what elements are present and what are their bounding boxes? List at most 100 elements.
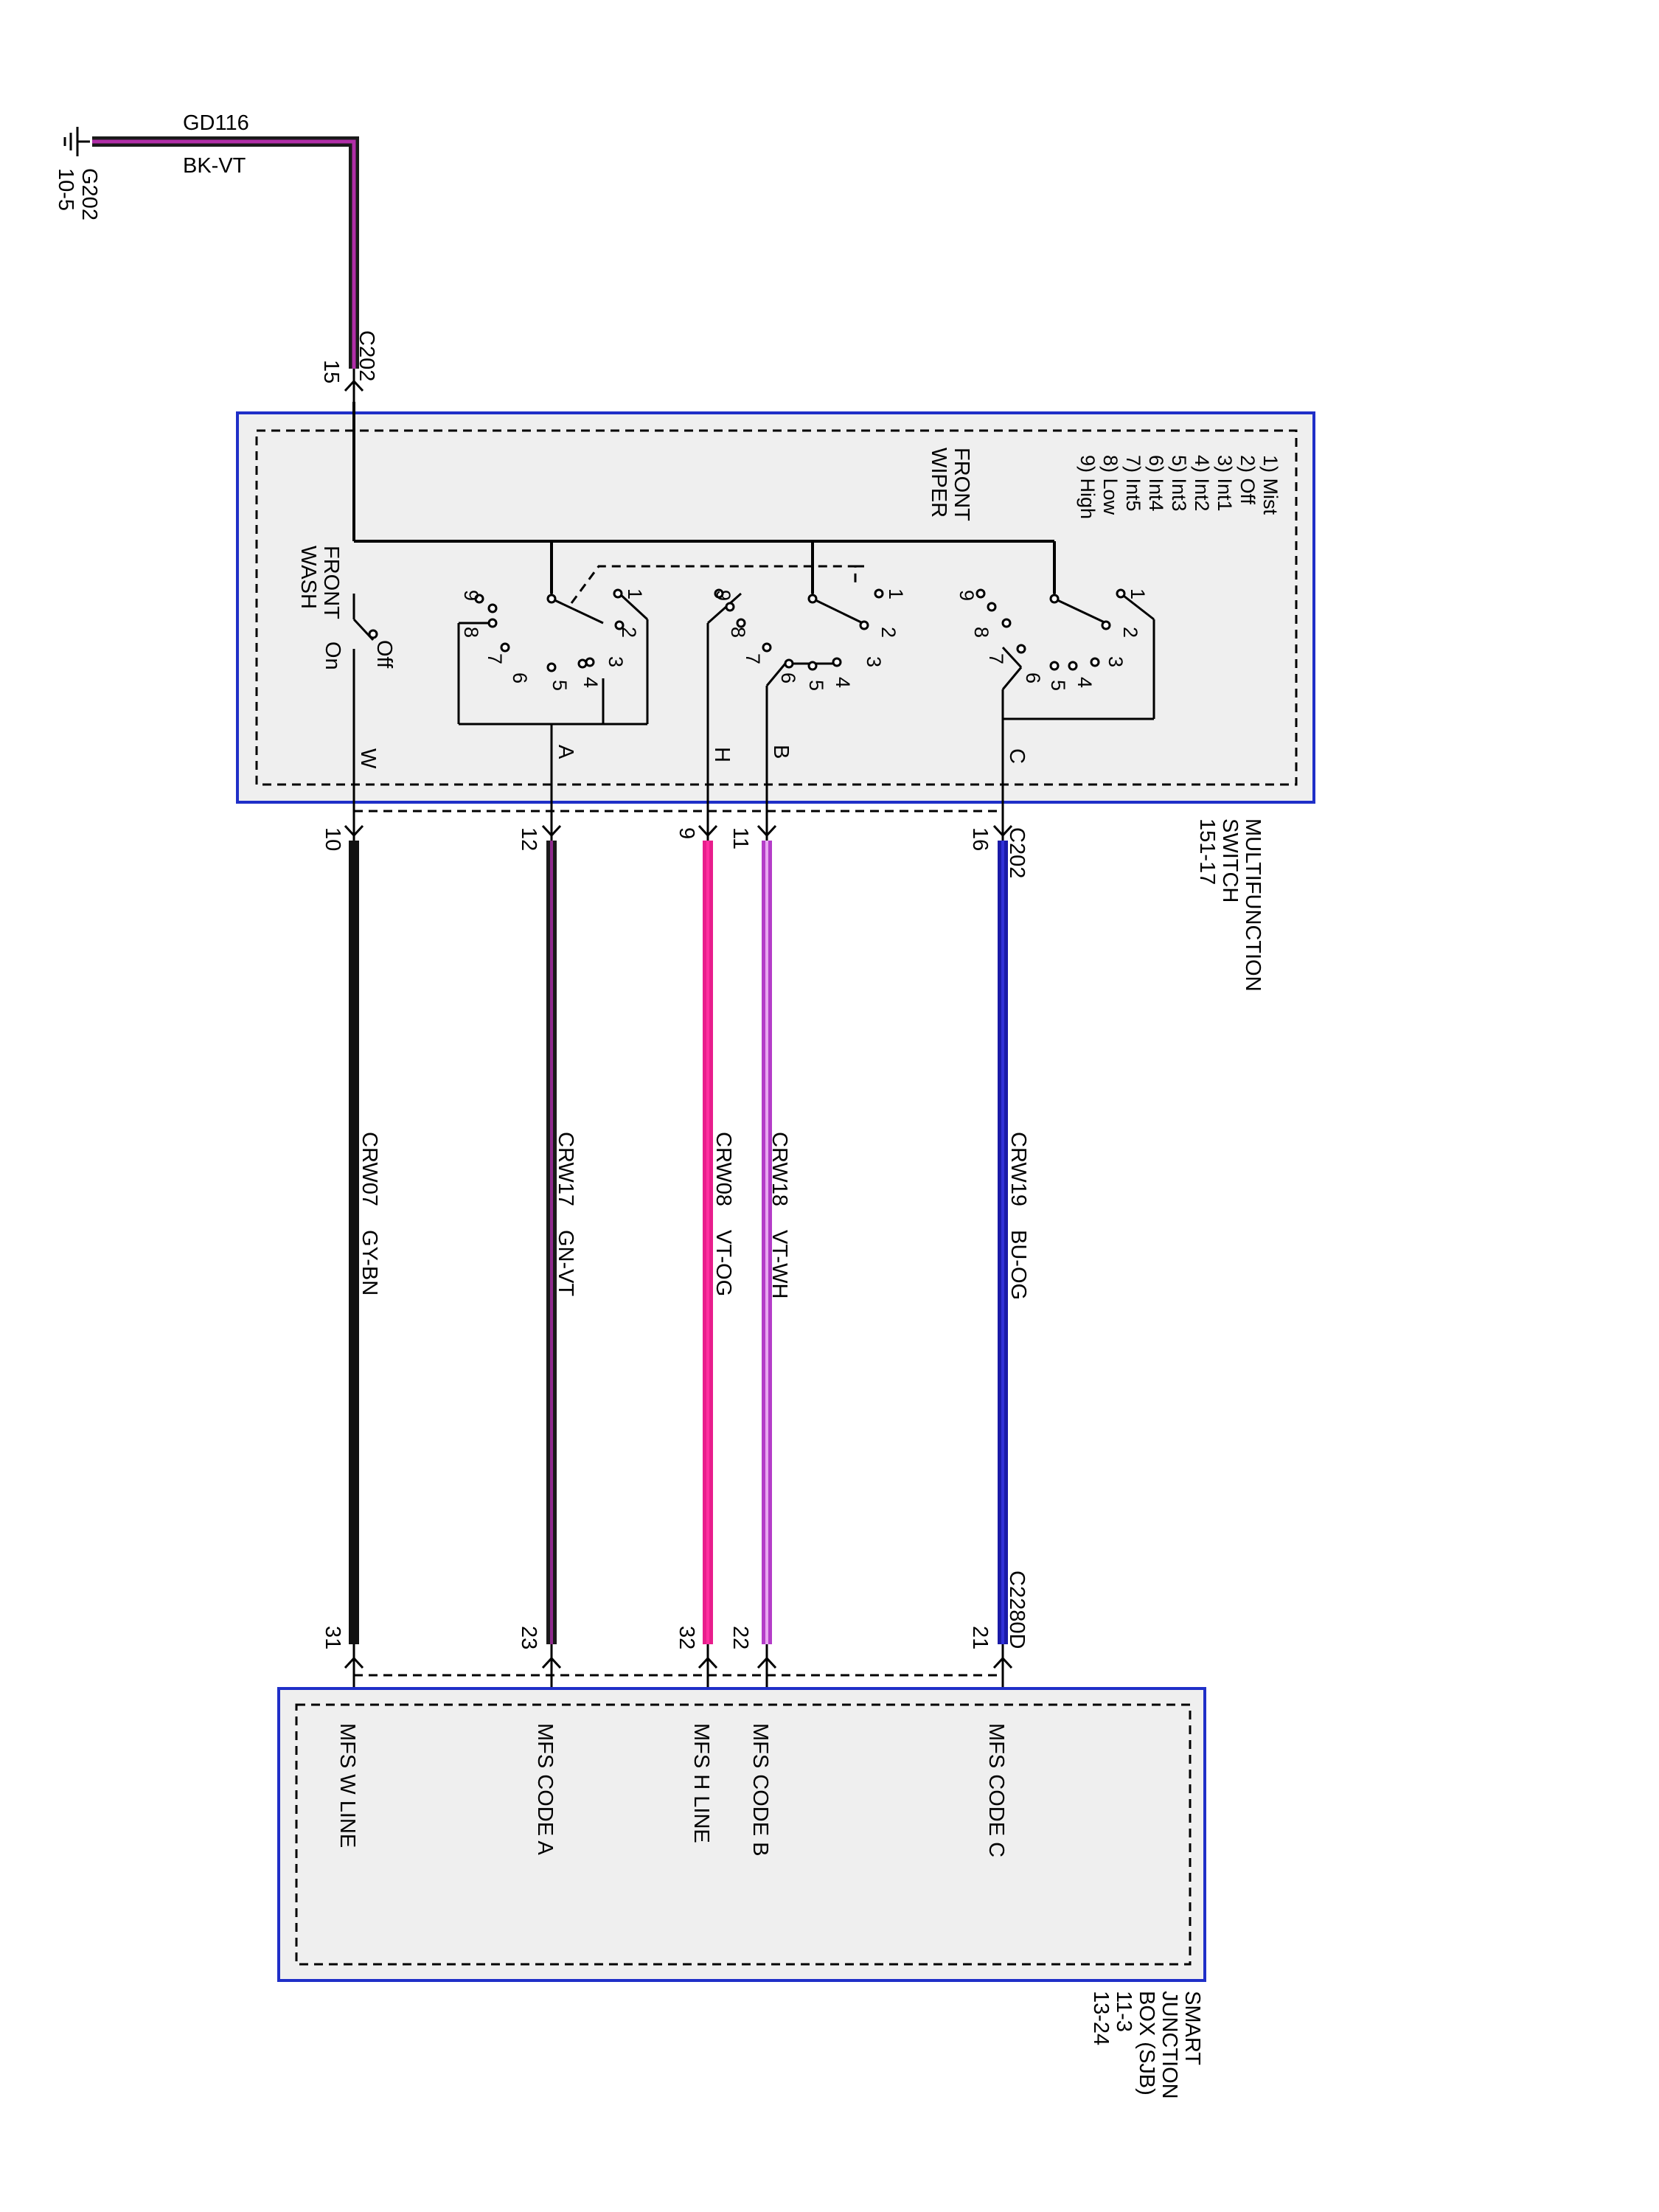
deck-a-numbers: 1 2 3 4 5 6 7 8 9 — [460, 588, 646, 691]
svg-text:7: 7 — [742, 653, 764, 664]
svg-text:2: 2 — [1119, 627, 1141, 638]
svg-text:11-3: 11-3 — [1112, 1991, 1135, 2032]
position-legend: 1) Mist 2) Off 3) Int1 4) Int2 5) Int3 6… — [1077, 455, 1281, 519]
top-connector-pin: 15 — [319, 360, 343, 383]
switch-pin-11: 11 — [728, 827, 752, 849]
deck-c-numbers: 1 2 3 4 5 6 7 8 9 — [956, 588, 1149, 691]
internal-bus — [352, 402, 1056, 594]
svg-text:3: 3 — [605, 656, 627, 667]
position-int4: 6) Int4 — [1145, 455, 1167, 512]
multifunction-switch-inner — [255, 429, 1298, 786]
sjb-inner — [295, 1703, 1192, 1966]
position-high: 9) High — [1077, 455, 1099, 519]
deck-b-numbers: 1 2 3 4 5 6 7 8 9 — [712, 588, 907, 691]
svg-text:8: 8 — [460, 627, 482, 638]
svg-text:3: 3 — [863, 656, 885, 667]
multifunction-switch-module[interactable] — [236, 411, 1315, 804]
wire-crw07[interactable] — [349, 841, 359, 1644]
wire-crw08-circuit: CRW08 — [712, 1132, 735, 1206]
position-low: 8) Low — [1099, 455, 1121, 515]
front-wash-switch[interactable] — [352, 594, 378, 815]
front-wiper-label: FRONT WIPER — [927, 448, 973, 521]
sjb-module[interactable] — [277, 1687, 1206, 1982]
svg-text:JUNCTION: JUNCTION — [1158, 1991, 1181, 2099]
svg-text:6: 6 — [1022, 672, 1044, 684]
svg-text:5: 5 — [805, 680, 827, 691]
switch-name-line-2: SWITCH — [1218, 818, 1242, 902]
front-wash-label: FRONT WASH — [296, 546, 343, 619]
wiper-deck-a[interactable] — [457, 592, 649, 815]
output-b: B — [769, 745, 793, 759]
wire-crw17[interactable] — [546, 841, 557, 1644]
output-c: C — [1005, 748, 1029, 764]
wire-crw19[interactable] — [998, 841, 1008, 1644]
svg-text:FRONT: FRONT — [950, 448, 973, 521]
sjb-pin-21: 21 — [968, 1626, 992, 1649]
svg-text:9: 9 — [460, 590, 482, 601]
svg-text:3: 3 — [1105, 656, 1127, 667]
wiper-deck-c[interactable] — [1001, 592, 1155, 815]
svg-text:SMART: SMART — [1180, 1991, 1204, 2065]
svg-text:WASH: WASH — [296, 546, 320, 609]
position-int5: 7) Int5 — [1122, 455, 1144, 512]
ground-color-code: BK-VT — [183, 154, 246, 178]
wire-crw18[interactable] — [762, 841, 772, 1644]
switch-pin-16: 16 — [968, 827, 992, 851]
wire-crw08[interactable] — [703, 841, 713, 1644]
svg-text:5: 5 — [549, 680, 571, 691]
ground-symbol — [63, 127, 90, 156]
svg-text:1: 1 — [885, 588, 907, 599]
output-a: A — [554, 745, 577, 759]
svg-text:WIPER: WIPER — [927, 448, 950, 518]
switch-connector-chevrons — [344, 802, 1013, 841]
sjb-name-label: SMART JUNCTION BOX (SJB) 11-3 13-24 — [1089, 1991, 1204, 2099]
output-h: H — [710, 747, 734, 762]
svg-text:4: 4 — [832, 677, 854, 688]
svg-text:7: 7 — [985, 653, 1007, 664]
svg-text:9: 9 — [712, 590, 734, 601]
switch-pin-12: 12 — [517, 827, 540, 851]
position-mist: 1) Mist — [1259, 455, 1281, 515]
position-off: 2) Off — [1237, 455, 1259, 505]
svg-text:2: 2 — [618, 627, 640, 638]
deck-a-contacts — [474, 588, 625, 672]
position-int3: 5) Int3 — [1168, 455, 1190, 512]
svg-text:BOX (SJB): BOX (SJB) — [1135, 1991, 1158, 2096]
sjb-pin-23: 23 — [517, 1626, 540, 1649]
ground-ref: 10-5 — [54, 168, 77, 211]
switch-name-line-1: MULTIFUNCTION — [1241, 818, 1265, 992]
switch-connector-id: C202 — [1005, 827, 1029, 878]
wire-crw17-circuit: CRW17 — [554, 1132, 577, 1206]
ground-wire-stripe — [92, 139, 356, 369]
wire-crw17-color: GN-VT — [554, 1230, 577, 1297]
svg-text:1: 1 — [624, 588, 646, 599]
position-int2: 4) Int2 — [1191, 455, 1213, 512]
svg-text:2: 2 — [877, 627, 900, 638]
switch-pin-10: 10 — [321, 827, 344, 851]
sjb-pin-32: 32 — [675, 1626, 698, 1649]
deck-b-contacts — [714, 588, 884, 671]
ground-id: G202 — [77, 168, 101, 220]
mechanical-link — [570, 565, 864, 604]
sjb-pin-22: 22 — [728, 1626, 752, 1649]
svg-text:4: 4 — [1074, 677, 1096, 688]
switch-name-label: MULTIFUNCTION SWITCH 151-17 — [1195, 818, 1265, 992]
svg-text:6: 6 — [509, 672, 531, 684]
position-int1: 3) Int1 — [1214, 455, 1236, 512]
switch-name-line-3: 151-17 — [1195, 818, 1219, 885]
output-w: W — [356, 748, 380, 769]
svg-text:5: 5 — [1047, 680, 1069, 691]
wiper-deck-b[interactable] — [706, 592, 863, 815]
wire-crw19-circuit: CRW19 — [1006, 1132, 1030, 1206]
deck-c-contacts — [975, 588, 1126, 671]
sjb-pin-31: 31 — [321, 1626, 344, 1649]
sjb-line-code-b: MFS CODE B — [748, 1723, 772, 1856]
svg-text:9: 9 — [956, 590, 978, 601]
top-connector-id: C202 — [355, 330, 378, 381]
sjb-line-code-c: MFS CODE C — [984, 1723, 1008, 1857]
wash-state-on: On — [321, 641, 344, 670]
ground-circuit: GD116 — [183, 111, 249, 135]
svg-text:FRONT: FRONT — [319, 546, 343, 619]
wash-state-off: Off — [372, 640, 396, 669]
